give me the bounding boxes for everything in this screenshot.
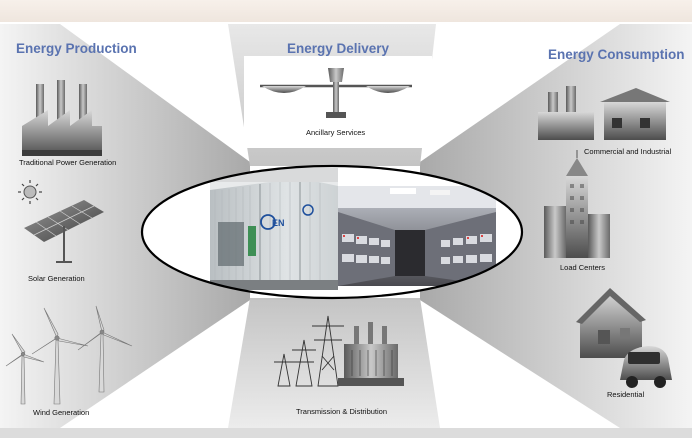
heading-energy-production: Energy Production	[16, 41, 137, 56]
transformer-icon	[338, 322, 404, 386]
label-solar-generation: Solar Generation	[28, 274, 85, 283]
label-wind-generation: Wind Generation	[33, 408, 90, 417]
car-icon	[620, 346, 672, 388]
house-icon	[576, 288, 646, 358]
container-logo: EN	[272, 218, 285, 228]
ellipse-outline	[140, 164, 524, 300]
top-band	[0, 0, 692, 22]
label-ancillary-services: Ancillary Services	[306, 128, 366, 137]
label-commercial-industrial: Commercial and Industrial	[584, 147, 672, 156]
label-load-centers: Load Centers	[560, 263, 606, 272]
heading-energy-delivery: Energy Delivery	[287, 41, 390, 56]
heading-energy-consumption: Energy Consumption	[548, 47, 685, 62]
storage-photos: EN	[210, 168, 496, 290]
skyscraper-icon	[544, 150, 610, 258]
label-traditional-power-generation: Traditional Power Generation	[19, 158, 117, 167]
wind-turbine-icon	[5, 305, 133, 405]
bottom-band	[0, 428, 692, 438]
factory-icon	[538, 86, 670, 140]
transmission-tower-icon	[274, 315, 344, 387]
solar-panel-icon	[18, 180, 104, 263]
balance-scale-icon	[260, 68, 412, 118]
label-residential: Residential	[607, 390, 645, 399]
power-plant-icon	[22, 80, 102, 156]
label-transmission-distribution: Transmission & Distribution	[296, 407, 387, 416]
